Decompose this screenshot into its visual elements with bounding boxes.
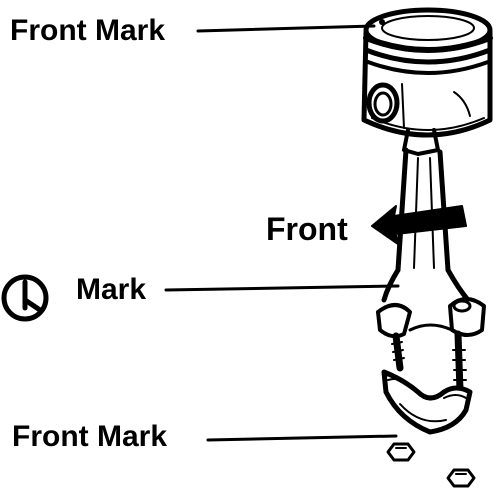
leader-bottom <box>206 434 398 442</box>
rod-cap <box>381 369 473 435</box>
front-direction-label: Front <box>266 211 348 247</box>
mark-label: Mark <box>76 273 147 306</box>
mark-symbol-icon <box>1 274 49 322</box>
nuts <box>386 442 476 488</box>
front-mark-label-bottom: Front Mark <box>12 420 168 453</box>
front-arrow <box>371 205 467 245</box>
leader-mark <box>164 284 400 292</box>
front-mark-dot-top <box>379 19 385 25</box>
rod-bolts <box>391 330 467 394</box>
front-mark-label-top: Front Mark <box>10 14 166 47</box>
leader-top <box>196 24 376 33</box>
piston <box>361 7 493 138</box>
